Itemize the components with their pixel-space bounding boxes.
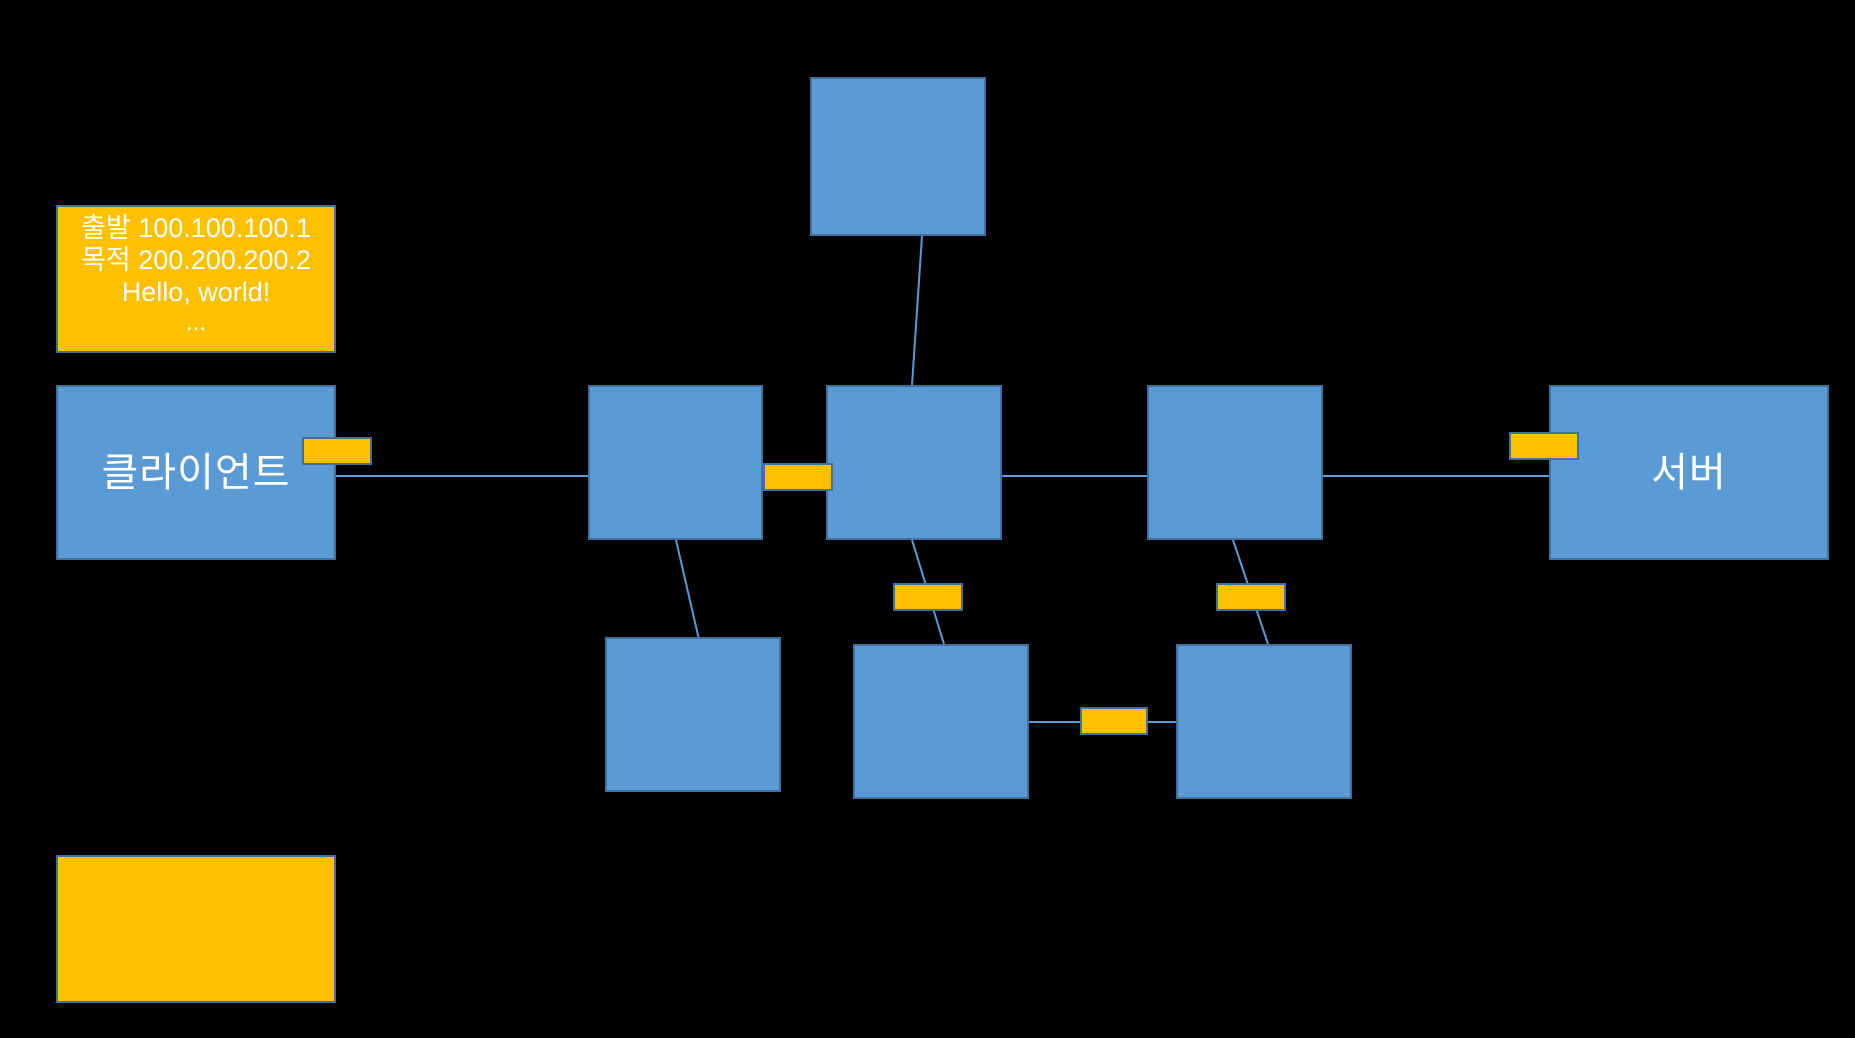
info-line-payload: Hello, world! bbox=[121, 276, 271, 307]
node-router-c[interactable] bbox=[1147, 385, 1323, 540]
node-top-router[interactable] bbox=[810, 77, 986, 236]
info-line-source: 출발 100.100.100.1 bbox=[81, 213, 311, 243]
packet-marker-packet-server[interactable] bbox=[1509, 432, 1579, 460]
packet-marker-packet-diag-b[interactable] bbox=[893, 583, 963, 611]
node-router-a[interactable] bbox=[588, 385, 763, 540]
packet-marker-packet-mid-ab[interactable] bbox=[763, 463, 833, 491]
node-router-d[interactable] bbox=[605, 637, 781, 792]
node-router-f[interactable] bbox=[1176, 644, 1352, 799]
node-router-b[interactable] bbox=[826, 385, 1002, 540]
info-line-continuation: ... bbox=[185, 308, 206, 336]
packet-marker-packet-client[interactable] bbox=[302, 437, 372, 465]
info-line-dest: 목적 200.200.200.2 bbox=[81, 244, 311, 275]
node-label-server: 서버 bbox=[1651, 450, 1727, 495]
node-router-e[interactable] bbox=[853, 644, 1029, 799]
packet-marker-packet-bottom[interactable] bbox=[1080, 707, 1148, 735]
node-client[interactable]: 클라이언트 bbox=[56, 385, 336, 560]
legend-box bbox=[56, 855, 336, 1003]
packet-info-panel: 출발 100.100.100.1 목적 200.200.200.2 Hello,… bbox=[56, 205, 336, 353]
link-top-to-routerb bbox=[911, 235, 923, 386]
node-server[interactable]: 서버 bbox=[1549, 385, 1829, 560]
packet-marker-packet-diag-c[interactable] bbox=[1216, 583, 1286, 611]
node-label-client: 클라이언트 bbox=[101, 450, 291, 495]
link-routera-to-routerd bbox=[675, 539, 701, 645]
